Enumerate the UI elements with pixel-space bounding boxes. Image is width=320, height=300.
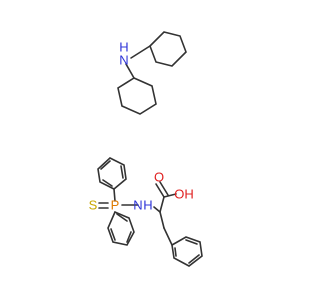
carbonyl-double-bond-1	[155, 183, 165, 198]
carboxyl-oh-bond	[163, 193, 177, 198]
phosphinothioyl-phenylalanine-molecule: S P N H O OH	[89, 157, 203, 267]
phenyl-ring-benzyl	[171, 236, 203, 267]
cyclohexane-ring-lower	[117, 77, 157, 115]
sulfur-label: S	[89, 198, 98, 213]
phenyl-ring-lower	[107, 210, 135, 246]
phosphorus-label: P	[111, 198, 120, 213]
n-calpha-bond	[153, 206, 161, 213]
hydroxyl-label: OH	[174, 187, 194, 202]
amine-hydrogen-label: H	[119, 40, 128, 55]
dicyclohexylamine-molecule: H N	[117, 31, 187, 115]
ch2-phenyl-bond	[163, 227, 173, 246]
amine-bond-upper	[130, 45, 151, 59]
carbonyl-oxygen-label: O	[154, 170, 164, 185]
amine-bond-lower	[125, 63, 135, 79]
structure-canvas: H N	[89, 31, 203, 267]
calpha-ch2-bond	[159, 211, 165, 229]
carbonyl-double-bond-2	[159, 181, 169, 196]
calpha-carboxyl-bond	[159, 196, 165, 213]
amide-nitrogen-label: N	[133, 198, 142, 213]
phenyl-ring-upper	[97, 157, 127, 190]
amine-nitrogen-label: N	[119, 53, 128, 68]
amine-nitrogen-atom: H N	[119, 40, 128, 68]
chemical-structure-diagram: H N	[89, 31, 203, 267]
p-phenyl-bond-upper	[113, 188, 116, 202]
cyclohexane-ring-upper	[149, 31, 187, 67]
amide-hydrogen-label: H	[143, 198, 152, 213]
